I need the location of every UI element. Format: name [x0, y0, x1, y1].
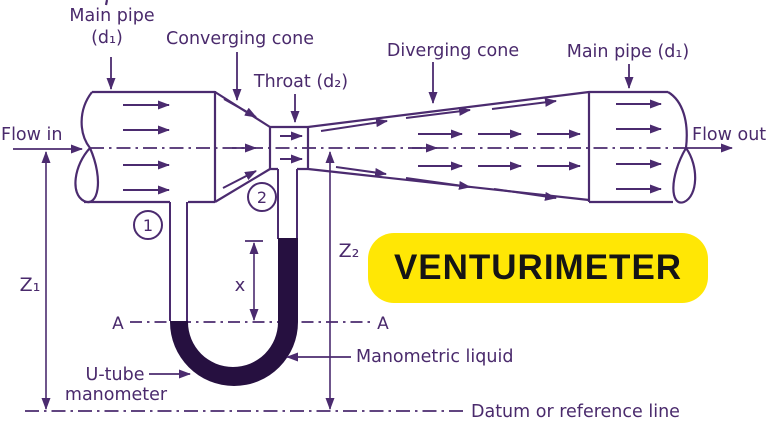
flow-arrows: [13, 97, 733, 201]
title-badge-text: VENTURIMETER: [393, 248, 683, 287]
top-crop-fragment: [104, 0, 109, 6]
station-2-label: 2: [257, 188, 267, 207]
z2-label: Z₂: [339, 240, 360, 262]
station-2-circle: [247, 182, 277, 212]
x-label: x: [235, 275, 246, 296]
dimension-lines: [41, 151, 335, 410]
flow-arrow: [223, 98, 257, 118]
right-pipe-edges: [589, 90, 673, 204]
left-tube-walls: [169, 202, 188, 321]
title-badge: VENTURIMETER: [368, 233, 708, 303]
section-a-right-label: A: [377, 314, 389, 334]
flow-out-label: Flow out: [692, 125, 766, 145]
flow-arrow: [405, 177, 471, 190]
diverging-cone-label: Diverging cone: [387, 41, 519, 61]
z1-label: Z₁: [20, 274, 41, 296]
throat-outline: [268, 125, 310, 171]
pipe-outline: [74, 0, 697, 204]
right-tube-walls: [277, 169, 298, 239]
flow-arrow: [493, 188, 557, 201]
u-tube-label-line1: U-tube: [86, 365, 145, 385]
main-pipe-right-label: Main pipe (d₁): [567, 42, 690, 62]
flow-arrow: [335, 166, 387, 177]
station-1-label: 1: [143, 216, 153, 235]
flow-in-label: Flow in: [1, 125, 62, 145]
section-a-left-label: A: [112, 314, 124, 334]
converging-cone-label: Converging cone: [166, 29, 314, 49]
u-tube-manometer: [169, 169, 298, 386]
manometric-liquid-column: [170, 238, 298, 386]
main-pipe-left-label-line1: Main pipe: [69, 6, 154, 26]
throat-label: Throat (d₂): [253, 72, 348, 92]
flow-arrow: [491, 97, 557, 110]
station-1-circle: [133, 210, 163, 240]
manometric-liquid-label: Manometric liquid: [356, 347, 513, 367]
main-pipe-left-label-line2: (d₁): [91, 28, 123, 48]
flow-arrow: [222, 170, 257, 189]
right-pipe-end-curl: [667, 91, 697, 204]
datum-label: Datum or reference line: [471, 402, 680, 422]
flow-arrow: [405, 106, 471, 119]
u-tube-label-line2: manometer: [65, 385, 168, 405]
label-arrows: [106, 52, 634, 379]
left-pipe-end-curl: [74, 91, 99, 204]
flow-arrow: [320, 118, 388, 132]
